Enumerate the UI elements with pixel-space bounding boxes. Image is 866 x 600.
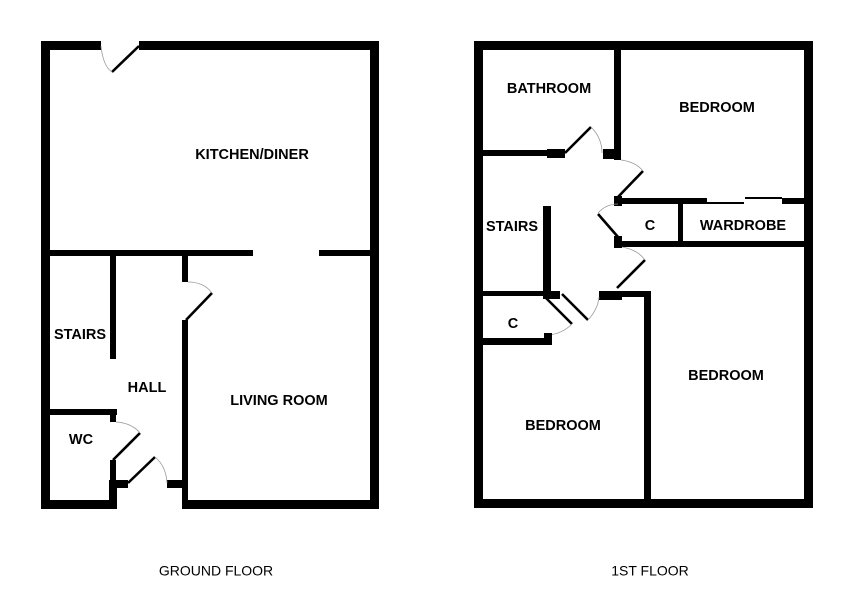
first-floor-plan: BATHROOM BEDROOM C WARDROBE STAIRS C BED… [474,41,813,579]
wall [319,250,371,256]
wall-block [543,291,560,299]
room-label-stairs: STAIRS [486,219,538,235]
room-label-cupboard: C [508,316,519,332]
wall [474,41,483,508]
stairs-wall [110,256,116,359]
room-label-bedroom: BEDROOM [679,100,755,116]
room-label-bedroom: BEDROOM [688,368,764,384]
cupboard-door [597,213,619,238]
door-swing [187,281,213,294]
bedroom-door [561,293,589,321]
wall [370,41,379,509]
door-swing [597,203,619,214]
wall [599,291,651,297]
wall [644,291,651,501]
room-label-cupboard: C [645,218,656,234]
stairs-wall [543,206,551,298]
room-label-hall: HALL [128,380,167,396]
room-label-living-room: LIVING ROOM [230,393,327,409]
ground-floor-caption: GROUND FLOOR [159,563,273,579]
wall-block [109,480,128,488]
wall [41,500,117,509]
door-swing [621,246,646,261]
door-swing [154,456,168,484]
wall [614,241,804,247]
wall [483,291,543,296]
wc-wall [50,409,117,415]
first-floor-caption: 1ST FLOOR [611,563,689,579]
bedroom-door [616,259,646,289]
wall [614,50,621,160]
door-swing [587,296,600,321]
room-label-bathroom: BATHROOM [507,81,591,97]
wall [678,203,683,241]
wall-block [547,149,565,158]
wall [782,198,804,204]
room-label-wc: WC [69,432,94,448]
wall [139,41,379,50]
room-label-bedroom: BEDROOM [525,418,601,434]
door-swing [620,159,644,172]
wall [50,250,253,256]
wall [109,480,117,509]
bathroom-wall [483,150,547,156]
wall-block [614,196,622,206]
wall-block [614,236,622,248]
ground-floor-plan: KITCHEN/DINER STAIRS HALL LIVING ROOM WC… [41,41,379,579]
wall-block [599,291,622,300]
wall-block [603,149,621,159]
door-swing [590,126,603,154]
wc-door [112,432,141,461]
cupboard-door [544,296,573,325]
door-swing [100,45,113,73]
living-room-door [185,292,213,321]
room-label-wardrobe: WARDROBE [700,218,787,234]
wall [182,500,379,509]
wall [41,41,101,50]
front-door [127,456,156,484]
wall [474,41,813,50]
wall [614,198,707,204]
wall [110,409,116,422]
wall [182,320,188,509]
wall [41,41,50,509]
cupboard-wall [483,338,548,345]
wall [182,256,188,282]
room-label-stairs: STAIRS [54,327,106,343]
wall [474,499,813,508]
room-label-kitchen-diner: KITCHEN/DINER [195,147,309,163]
back-door [111,45,140,73]
bathroom-door [564,126,592,154]
wall [804,41,813,508]
wall-block [544,333,552,345]
wall [110,460,116,482]
wall-block [167,480,188,488]
door-swing [115,421,141,434]
bedroom-door [617,170,644,198]
